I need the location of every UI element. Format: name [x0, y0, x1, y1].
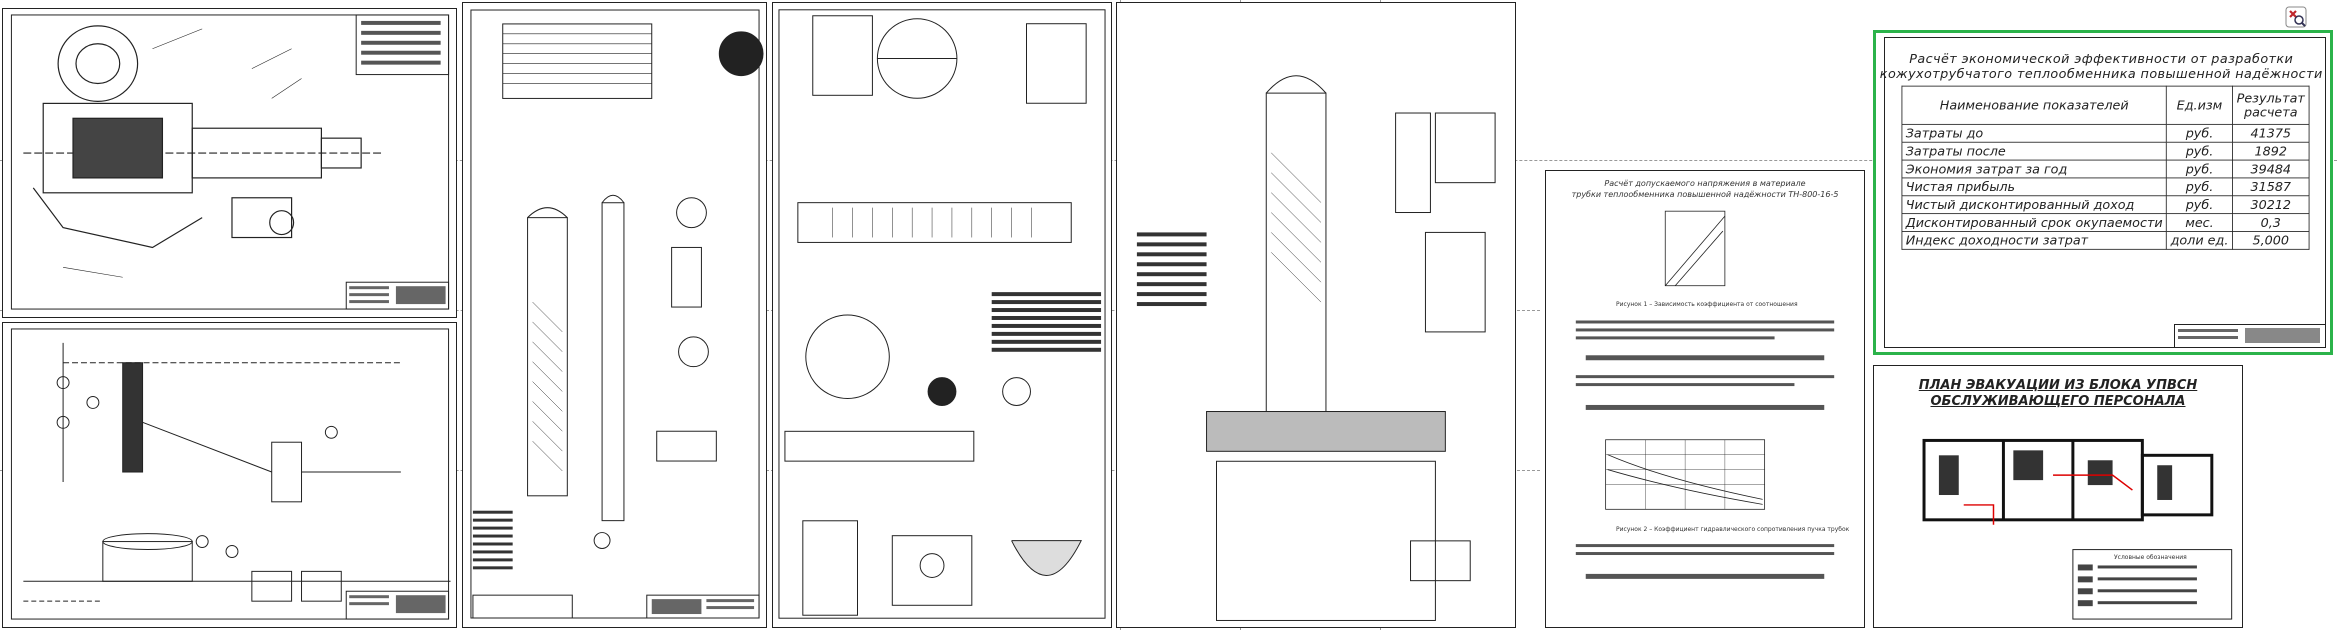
drawing-sheet-pump-assembly[interactable] [2, 8, 457, 318]
calc-title-line2: трубки теплообменника повышенной надёжно… [1571, 190, 1839, 199]
evacuation-plan-sheet[interactable]: ПЛАН ЭВАКУАЦИИ ИЗ БЛОКА УПВСН ОБСЛУЖИВАЮ… [1873, 365, 2243, 628]
calculation-graphs [1575, 210, 1835, 579]
econ-row-unit: руб. [2166, 177, 2233, 197]
econ-row-value: 41375 [2232, 123, 2310, 143]
econ-row-name: Затраты после [1901, 141, 2167, 161]
pump-assembly-drawing [10, 14, 450, 310]
econ-header-row: Наименование показателей Ед.изм Результа… [1901, 85, 2310, 125]
econ-title-line1: Расчёт экономической эффективности от ра… [1909, 50, 2294, 67]
econ-title-block [2174, 324, 2326, 348]
drawing-sheet-horizontal-exchanger[interactable] [772, 2, 1112, 628]
econ-row-name: Чистый дисконтированный доход [1901, 195, 2167, 215]
fig1-caption: Рисунок 1 – Зависимость коэффициента от … [1616, 301, 1798, 308]
econ-row-unit: руб. [2166, 141, 2233, 161]
evac-legend-title: Условные обозначения [2114, 554, 2187, 561]
evac-title-line2: ОБСЛУЖИВАЮЩЕГО ПЕРСОНАЛА [1930, 394, 2186, 409]
close-zoom-icon[interactable] [2285, 6, 2307, 28]
calculation-sheet[interactable]: Расчёт допускаемого напряжения в материа… [1545, 170, 1865, 628]
econ-row-value: 0,3 [2232, 213, 2310, 232]
econ-row-unit: руб. [2166, 159, 2233, 179]
tube-bundle-drawing [470, 9, 764, 619]
drawing-sheet-tube-bundle[interactable] [462, 2, 767, 628]
economic-efficiency-sheet[interactable]: Расчёт экономической эффективности от ра… [1873, 30, 2333, 355]
sheet-guide-h3 [0, 470, 1540, 471]
econ-row-value: 1892 [2232, 141, 2310, 161]
evac-title-line1: ПЛАН ЭВАКУАЦИИ ИЗ БЛОКА УПВСН [1918, 378, 2198, 393]
econ-row-value: 39484 [2232, 159, 2310, 179]
horizontal-exchanger-drawing [778, 9, 1106, 619]
process-scheme-drawing [10, 328, 451, 620]
econ-results-table: Наименование показателей Ед.изм Результа… [1901, 85, 2310, 250]
econ-row-name: Затраты до [1901, 123, 2167, 143]
econ-row-unit: доли ед. [2166, 231, 2233, 250]
econ-row-unit: руб. [2166, 195, 2233, 215]
econ-row-name: Дисконтированный срок окупаемости [1901, 213, 2167, 232]
econ-row-unit: мес. [2166, 213, 2233, 232]
econ-row-name: Экономия затрат за год [1901, 159, 2167, 179]
econ-row-value: 31587 [2232, 177, 2310, 197]
drawing-sheet-vertical-column[interactable] [1116, 2, 1516, 628]
drawing-sheet-process-scheme[interactable] [2, 322, 457, 628]
calc-title-line1: Расчёт допускаемого напряжения в материа… [1604, 179, 1806, 188]
econ-title-line2: кожухотрубчатого теплообменника повышенн… [1879, 66, 2323, 82]
econ-row-name: Индекс доходности затрат [1901, 231, 2167, 250]
vertical-column-drawing [1136, 75, 1496, 621]
econ-col-unit: Ед.изм [2166, 85, 2233, 125]
fig2-caption: Рисунок 2 – Коэффициент гидравлического … [1616, 526, 1850, 533]
sheet-guide-h2 [0, 310, 1540, 311]
econ-col-result: Результат расчета [2232, 85, 2310, 125]
econ-row-name: Чистая прибыль [1901, 177, 2167, 197]
econ-row-unit: руб. [2166, 123, 2233, 143]
econ-row-value: 5,000 [2232, 231, 2310, 250]
econ-row-value: 30212 [2232, 195, 2310, 215]
econ-col-name: Наименование показателей [1901, 85, 2167, 125]
